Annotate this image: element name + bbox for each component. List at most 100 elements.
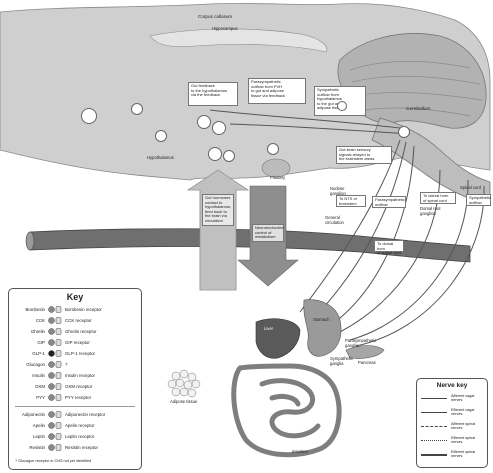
cerebellum-label: Cerebellum: [406, 108, 431, 113]
key-receptor-name: PYY receptor: [65, 393, 91, 402]
neuroendocrine-down-box: Neuroendocrine control of metabolism: [252, 224, 284, 242]
nerve-key-row: Afferent vagal nerves: [421, 393, 485, 406]
nerve-key-label: Afferent vagal nerves: [451, 394, 485, 403]
spinal-cord-label: Spinal cord: [460, 186, 481, 191]
key-symbol-icon: [48, 394, 62, 401]
nerve-key-label: Efferent spinal nerves: [451, 436, 485, 445]
key-receptor-name: Insulin receptor: [65, 371, 95, 380]
receptor-cluster-circle: [81, 108, 97, 124]
sensory-afferents-box: Gut-brain sensory signals relayed to the…: [336, 146, 392, 164]
key-row: PYY PYY receptor: [13, 393, 139, 402]
circulation-label: General circulation: [325, 216, 344, 226]
key-hormone-name: Resistin: [13, 443, 45, 452]
key-receptor-name: Bombesin receptor: [65, 305, 102, 314]
pituitary-label: Pituitary: [270, 176, 285, 181]
nerve-key-row: Efferent spinal nerves: [421, 435, 485, 448]
liver-shape: [256, 319, 300, 359]
key-symbol-icon: [48, 361, 62, 368]
key-symbol-icon: [48, 372, 62, 379]
dorsal-root-ganglion-label: Dorsal root ganglion: [420, 207, 440, 217]
key-row: Bombesin Bombesin receptor: [13, 305, 139, 314]
key-hormone-name: Adiponectin: [13, 410, 45, 419]
sympathetic-small-box: Sympathetic outflow: [466, 194, 491, 206]
key-receptor-name: Adiponectin receptor: [65, 410, 105, 419]
receptor-cluster-circle: [267, 143, 279, 155]
key-row: Apelin Apelin receptor: [13, 421, 139, 430]
key-hormone-name: CCK: [13, 316, 45, 325]
parasympathetic-outflow-box: Parasympathetic outflow from PVH to gut …: [248, 78, 306, 104]
key-receptor-name: Ghrelin receptor: [65, 327, 96, 336]
key-receptor-name: GLP-1 receptor: [65, 349, 95, 358]
key-row: GIP GIP receptor: [13, 338, 139, 347]
lateral-horn-box: To lateral horn of spinal cord: [420, 192, 456, 204]
nts-box: To NTS of brainstem: [336, 195, 366, 207]
key-row: Glucagon?: [13, 360, 139, 369]
nerve-key-row: Efferent spinal nerves: [421, 449, 485, 462]
gut-hormones-up-box: Gut hormones contact to hypothalamus; fe…: [202, 194, 234, 226]
receptor-cluster-circle: [398, 126, 410, 138]
key-hormone-name: Glucagon: [13, 360, 45, 369]
parasympathetic-ganglia-label: Parasympathetic ganglia: [345, 339, 376, 349]
intestine-label: Intestine: [292, 450, 308, 455]
key-title: Key: [9, 292, 141, 302]
parasympathetic-outflow-small-box: Parasympathetic outflow: [372, 196, 406, 208]
receptor-cluster-circle: [208, 147, 222, 161]
receptor-cluster-circle: [131, 103, 143, 115]
key-footnote: ? Glucagon receptor in CNS not yet ident…: [15, 459, 91, 464]
receptor-cluster-circle: [155, 130, 167, 142]
key-symbol-icon: [48, 411, 62, 418]
key-row: CCK CCK receptor: [13, 316, 139, 325]
corpus-callosum-label: Corpus callosum: [198, 15, 232, 20]
key-receptor-name: OXM receptor: [65, 382, 92, 391]
nerve-line-icon: [421, 440, 447, 441]
nerve-key-label: Efferent vagal nerves: [451, 408, 485, 417]
key-receptor-name: Apelin receptor: [65, 421, 95, 430]
key-receptor-name: GIP receptor: [65, 338, 90, 347]
receptor-cluster-circle: [197, 115, 211, 129]
pancreas-label: Pancreas: [358, 361, 376, 366]
nerve-key-label: Efferent spinal nerves: [451, 450, 485, 459]
key-hormone-name: Ghrelin: [13, 327, 45, 336]
adipose-label: Adipose tissue: [170, 400, 197, 405]
key-hormone-name: GIP: [13, 338, 45, 347]
nerve-key-row: Afferent spinal nerves: [421, 421, 485, 434]
hippocampus-label: Hippocampus: [212, 27, 238, 32]
key-receptor-name: Resistin receptor: [65, 443, 98, 452]
key-symbol-icon: [48, 339, 62, 346]
key-receptor-name: ?: [65, 360, 67, 369]
liver-label: Liver: [264, 327, 273, 332]
key-row: Adiponectin Adiponectin receptor: [13, 410, 139, 419]
stomach-label: Stomach: [313, 318, 330, 323]
receptor-cluster-circle: [223, 150, 235, 162]
key-row: Resistin Resistin receptor: [13, 443, 139, 452]
key-hormone-name: Leptin: [13, 432, 45, 441]
nerve-key-row: Efferent vagal nerves: [421, 407, 485, 420]
key-symbol-icon: [48, 383, 62, 390]
key-row: OXM OXM receptor: [13, 382, 139, 391]
receptor-cluster-circle: [337, 101, 347, 111]
stomach-shape: [304, 300, 341, 357]
nerve-line-icon: [421, 454, 447, 456]
key-symbol-icon: [48, 444, 62, 451]
key-symbol-icon: [48, 328, 62, 335]
key-hormone-name: Bombesin: [13, 305, 45, 314]
key-symbol-icon: [48, 306, 62, 313]
key-receptor-name: Leptin receptor: [65, 432, 94, 441]
key-symbol-icon: [48, 422, 62, 429]
key-symbol-icon: [48, 317, 62, 324]
key-hormone-name: PYY: [13, 393, 45, 402]
intestine-shape: [234, 366, 339, 455]
key-row: Leptin Leptin receptor: [13, 432, 139, 441]
key-receptor-name: CCK receptor: [65, 316, 92, 325]
key-symbol-icon: [48, 433, 62, 440]
key-hormone-name: Apelin: [13, 421, 45, 430]
adipose-tissue-shape: [168, 370, 200, 397]
receptor-cluster-circle: [212, 121, 226, 135]
hypothalamus-label: Hypothalamus: [147, 156, 174, 161]
nerve-line-icon: [421, 426, 447, 427]
key-hormone-name: OXM: [13, 382, 45, 391]
hormone-key-panel: Key Bombesin Bombesin receptorCCK CCK rece…: [8, 288, 142, 470]
